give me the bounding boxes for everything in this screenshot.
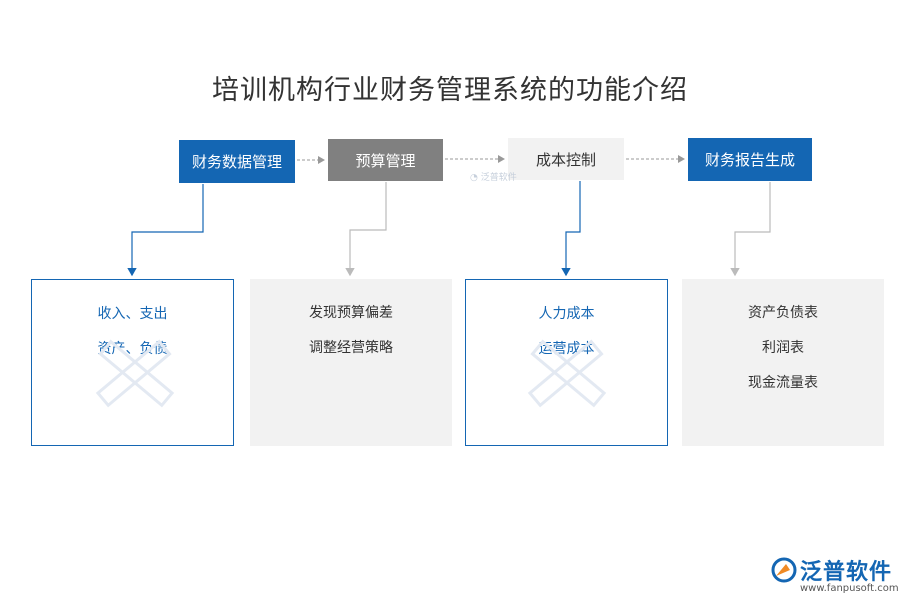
panel-cost-control: 人力成本 运营成本 <box>465 279 668 446</box>
panel-item: 人力成本 <box>538 306 595 322</box>
panel-budget: 发现预算偏差 调整经营策略 <box>250 279 452 446</box>
step-report: 财务报告生成 <box>688 138 812 181</box>
panel-item: 运营成本 <box>538 341 595 357</box>
ruler-pencil-icon <box>95 339 175 408</box>
watermark-text: 泛普软件 <box>480 173 517 183</box>
brand-url: www.fanpusoft.com <box>800 583 899 594</box>
step-cost-control: 成本控制 <box>508 138 624 180</box>
ruler-pencil-icon <box>527 339 607 408</box>
panel-item: 收入、支出 <box>97 306 168 322</box>
connector-4 <box>730 182 771 277</box>
step-budget: 预算管理 <box>328 139 443 181</box>
brand-logo-icon <box>771 557 797 583</box>
watermark: ◔ 泛普软件 <box>470 170 517 183</box>
watermark-logo-icon: ◔ <box>470 173 478 183</box>
panel-financial-data: 收入、支出 资产、负债 <box>31 279 234 446</box>
panel-item: 利润表 <box>762 340 804 356</box>
step-label: 财务数据管理 <box>191 153 282 171</box>
panel-item: 资产负债表 <box>748 305 818 321</box>
panel-item: 现金流量表 <box>748 375 818 391</box>
panel-report: 资产负债表 利润表 现金流量表 <box>682 279 884 446</box>
brand-name: 泛普软件 <box>800 560 893 585</box>
page-title: 培训机构行业财务管理系统的功能介绍 <box>212 75 688 106</box>
panel-item: 调整经营策略 <box>309 340 393 356</box>
connector-3 <box>561 181 581 277</box>
connector-2 <box>345 182 387 277</box>
panel-item: 发现预算偏差 <box>309 305 393 321</box>
step-label: 预算管理 <box>355 151 416 170</box>
brand-logo: 泛普软件 www.fanpusoft.com <box>770 554 899 594</box>
step-financial-data: 财务数据管理 <box>179 140 295 183</box>
step-label: 成本控制 <box>535 150 596 169</box>
connector-1 <box>127 184 204 277</box>
step-label: 财务报告生成 <box>704 151 795 169</box>
